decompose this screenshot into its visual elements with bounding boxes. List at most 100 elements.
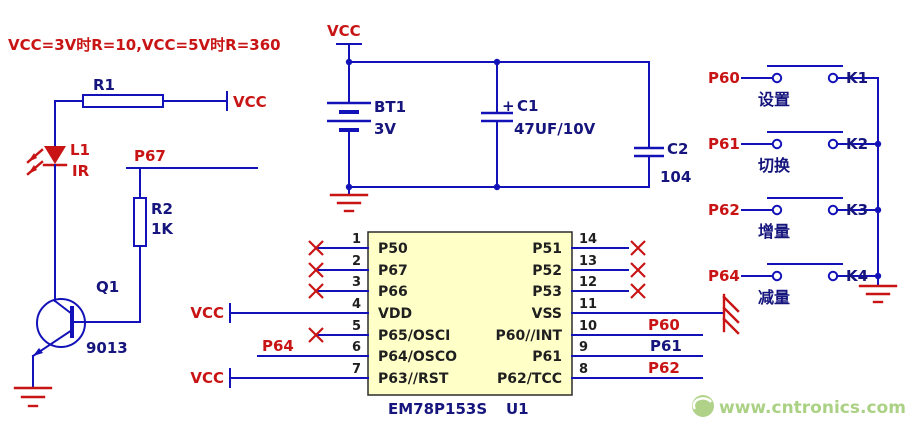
pin-number: 5 xyxy=(352,319,361,334)
ic-pin-right-12: 12 P53 xyxy=(532,275,646,300)
pin-number: 4 xyxy=(352,297,361,312)
keypad: P60 K1 设置 P61 K2 切换 P62 K3 xyxy=(708,65,898,307)
led-ref: L1 xyxy=(70,141,90,159)
key-function-label: 减量 xyxy=(758,288,790,307)
ic-pin-right-11-vss: 11 VSS xyxy=(532,293,740,335)
ic-pin-left-2: 2 P67 xyxy=(308,254,408,279)
vcc-rail-label: VCC xyxy=(327,22,362,63)
resistor-r2-ref: R2 xyxy=(151,200,173,218)
transistor-value: 9013 xyxy=(86,339,128,357)
switch-contact xyxy=(827,72,839,84)
resistor-r1-ref: R1 xyxy=(93,76,115,94)
ic-pin-right-8-tcc: 8 P62/TCC P62 xyxy=(497,359,703,387)
pin-label: P60//INT xyxy=(496,328,563,344)
ic-u1: 1 P50 2 P67 3 P66 xyxy=(190,231,740,418)
transistor-collector xyxy=(53,299,74,316)
resistor-r2-value: 1K xyxy=(151,220,174,238)
pin-label: VDD xyxy=(378,306,412,322)
key-ref: K2 xyxy=(846,135,868,153)
design-note: VCC=3V时R=10,VCC=5V时R=360 xyxy=(8,36,281,54)
switch-contact xyxy=(771,270,783,282)
junction-dot xyxy=(874,140,882,148)
key-ref: K3 xyxy=(846,201,868,219)
key-function-label: 设置 xyxy=(758,90,790,109)
cap-value: 104 xyxy=(660,168,691,186)
pin-label: P53 xyxy=(532,284,562,300)
pin-label: P50 xyxy=(378,241,408,257)
ic-pin-left-1: 1 P50 xyxy=(308,232,408,257)
ic-pin-left-5: 5 P65/OSCI xyxy=(308,319,450,344)
chassis-ground-icon xyxy=(722,293,740,335)
no-connect-x-icon xyxy=(630,240,646,256)
led-emission-arrows-icon xyxy=(26,148,44,176)
junction-dot xyxy=(493,58,501,66)
led-driver-circuit: R1 VCC L1 IR P67 xyxy=(13,76,267,408)
button-k4: P64 K4 减量 xyxy=(708,263,879,307)
pin-number: 9 xyxy=(579,340,588,355)
cap-ref: C2 xyxy=(667,140,688,158)
pin-number: 10 xyxy=(579,319,597,334)
button-k1: P60 K1 设置 xyxy=(708,65,879,109)
pin-number: 2 xyxy=(352,254,361,269)
no-connect-x-icon xyxy=(308,240,324,256)
battery-value: 3V xyxy=(374,120,396,138)
no-connect-x-icon xyxy=(630,283,646,299)
resistor-r1-body xyxy=(82,94,164,108)
junction-dot xyxy=(345,183,353,191)
pin-number: 8 xyxy=(579,362,588,377)
resistor-r2-body xyxy=(133,197,147,247)
key-function-label: 增量 xyxy=(758,222,790,241)
net-label-p64: P64 xyxy=(262,337,294,355)
net-label-p67-text: P67 xyxy=(134,147,166,165)
junction-dot xyxy=(493,183,501,191)
cap-ref: C1 xyxy=(517,97,538,115)
resistor-r2: R2 1K xyxy=(72,167,174,323)
junction-dot xyxy=(874,206,882,214)
cap-polarity: + xyxy=(502,97,515,115)
net-label-vcc-top: VCC xyxy=(327,22,361,40)
ic-pin-left-3: 3 P66 xyxy=(308,275,408,300)
pin-number: 11 xyxy=(579,297,597,312)
cap-value: 47UF/10V xyxy=(514,120,596,138)
ic-pin-left-6-osco: 6 P64/OSCO P64 xyxy=(257,337,457,365)
net-label: P62 xyxy=(708,201,740,219)
key-ref: K1 xyxy=(846,69,868,87)
net-label-p61: P61 xyxy=(650,337,682,355)
net-label-vcc: VCC xyxy=(190,304,224,322)
capacitor-c2: C2 104 xyxy=(634,61,691,188)
no-connect-x-icon xyxy=(308,283,324,299)
pin-label: P52 xyxy=(532,263,562,279)
vcc-net-label-r1: VCC xyxy=(226,91,267,111)
ic-body xyxy=(367,231,573,396)
ic-pin-right-14: 14 P51 xyxy=(532,232,646,257)
battery-ref: BT1 xyxy=(374,98,406,116)
transistor-ref: Q1 xyxy=(96,278,119,296)
battery-bt1: BT1 3V xyxy=(327,61,406,188)
key-function-label: 切换 xyxy=(758,156,791,175)
no-connect-x-icon xyxy=(308,327,324,343)
no-connect-x-icon xyxy=(308,262,324,278)
ic-pin-left-4-vdd: 4 VDD VCC xyxy=(190,297,412,323)
switch-contact xyxy=(827,270,839,282)
switch-contact xyxy=(771,138,783,150)
net-label-p67: P67 xyxy=(126,147,258,169)
ground-symbol-left xyxy=(13,386,53,408)
net-label: P64 xyxy=(708,267,740,285)
switch-contact xyxy=(827,204,839,216)
net-label-p60: P60 xyxy=(648,316,680,334)
pin-label: P62/TCC xyxy=(497,371,562,387)
pin-label: P66 xyxy=(378,284,408,300)
ic-pin-right-10-int: 10 P60//INT P60 xyxy=(496,316,703,344)
led-triangle xyxy=(44,146,66,164)
led-type: IR xyxy=(72,162,90,180)
button-k3: P62 K3 增量 xyxy=(708,197,879,241)
power-section: VCC BT1 3V + C1 47UF/10V xyxy=(327,22,691,213)
net-label-vcc: VCC xyxy=(233,93,267,111)
switch-contact xyxy=(771,72,783,84)
resistor-r1: R1 xyxy=(54,76,228,108)
transistor-q1: Q1 9013 xyxy=(31,278,128,389)
ic-pin-left-7-rst: 7 P63//RST VCC xyxy=(190,362,449,388)
led-l1: L1 IR xyxy=(26,100,90,302)
pin-number: 6 xyxy=(352,340,361,355)
